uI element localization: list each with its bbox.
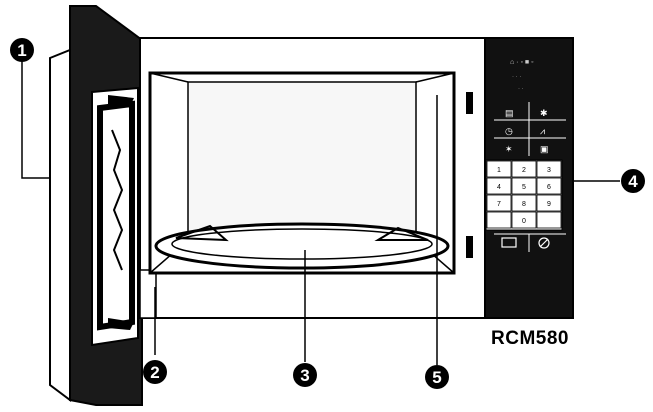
callout-5: 5	[425, 365, 449, 389]
combi-icon[interactable]: ▣	[540, 144, 549, 154]
door	[49, 5, 143, 406]
oven-side-panel	[139, 269, 157, 319]
keypad-key[interactable]	[536, 211, 562, 229]
door-latch-top	[108, 95, 134, 106]
keypad-key[interactable]	[486, 194, 512, 212]
keypad-key-label: 4	[497, 184, 501, 191]
keypad-key-label: 6	[547, 184, 551, 191]
keypad-key[interactable]	[511, 211, 537, 229]
keypad-key[interactable]	[486, 160, 512, 178]
keypad-key-label: 3	[547, 167, 551, 174]
callout-3: 3	[293, 363, 317, 387]
leader-lines	[21, 60, 620, 365]
callout-2: 2	[143, 360, 167, 384]
oven-body	[139, 37, 486, 319]
callout-4: 4	[621, 169, 645, 193]
keypad-key[interactable]	[511, 194, 537, 212]
keypad-key[interactable]	[536, 194, 562, 212]
svg-text:· · ·: · · ·	[512, 74, 521, 80]
svg-text:5: 5	[432, 368, 441, 387]
microwave-power-icon[interactable]: ▤	[505, 108, 514, 118]
glass-turntable	[154, 222, 450, 270]
svg-text:⌂ · ◦ ■ ◦: ⌂ · ◦ ■ ◦	[510, 59, 534, 66]
door-seal	[111, 129, 124, 271]
keypad-key[interactable]	[511, 177, 537, 195]
svg-text:3: 3	[300, 366, 309, 385]
door-edge	[49, 48, 71, 402]
keypad-key-label: 2	[522, 167, 526, 174]
door-interlock-slot-top	[466, 92, 473, 114]
keypad-key[interactable]	[536, 160, 562, 178]
keypad-key[interactable]	[486, 211, 512, 229]
fan-icon[interactable]: ✶	[505, 144, 513, 154]
grill-icon[interactable]: ⩘	[540, 126, 545, 136]
keypad-key-label: 1	[497, 167, 501, 174]
stop-icon[interactable]	[538, 237, 550, 249]
display	[498, 48, 560, 96]
keypad-key-label: 5	[522, 184, 526, 191]
keypad-key-label: 9	[547, 201, 551, 208]
keypad-key-label: 7	[497, 201, 501, 208]
door-interlock-slot-bottom	[466, 236, 473, 258]
keypad-key-label: 8	[522, 201, 526, 208]
svg-text:4: 4	[628, 172, 638, 191]
svg-text:· ·: · ·	[518, 86, 524, 92]
callout-1: 1	[10, 38, 34, 62]
keypad-key[interactable]	[536, 177, 562, 195]
svg-text:2: 2	[150, 363, 159, 382]
cavity-back-wall	[187, 81, 417, 241]
timer-clock-icon[interactable]: ◷	[505, 126, 513, 136]
svg-text:1: 1	[17, 41, 26, 60]
door-latch-bottom	[108, 318, 134, 330]
defrost-icon[interactable]: ✱	[540, 108, 548, 118]
keypad-key-label: 0	[522, 218, 526, 225]
control-panel: ⌂ · ◦ ■ ◦ · · · · · ▤ ✱ ◷ ⩘ ✶ ▣ 1 2 3 4 5 6 7 8…	[484, 37, 574, 319]
keypad-key[interactable]	[511, 160, 537, 178]
keypad-key[interactable]	[486, 177, 512, 195]
model-label: RCM580	[491, 328, 569, 349]
start-icon[interactable]	[501, 237, 517, 248]
